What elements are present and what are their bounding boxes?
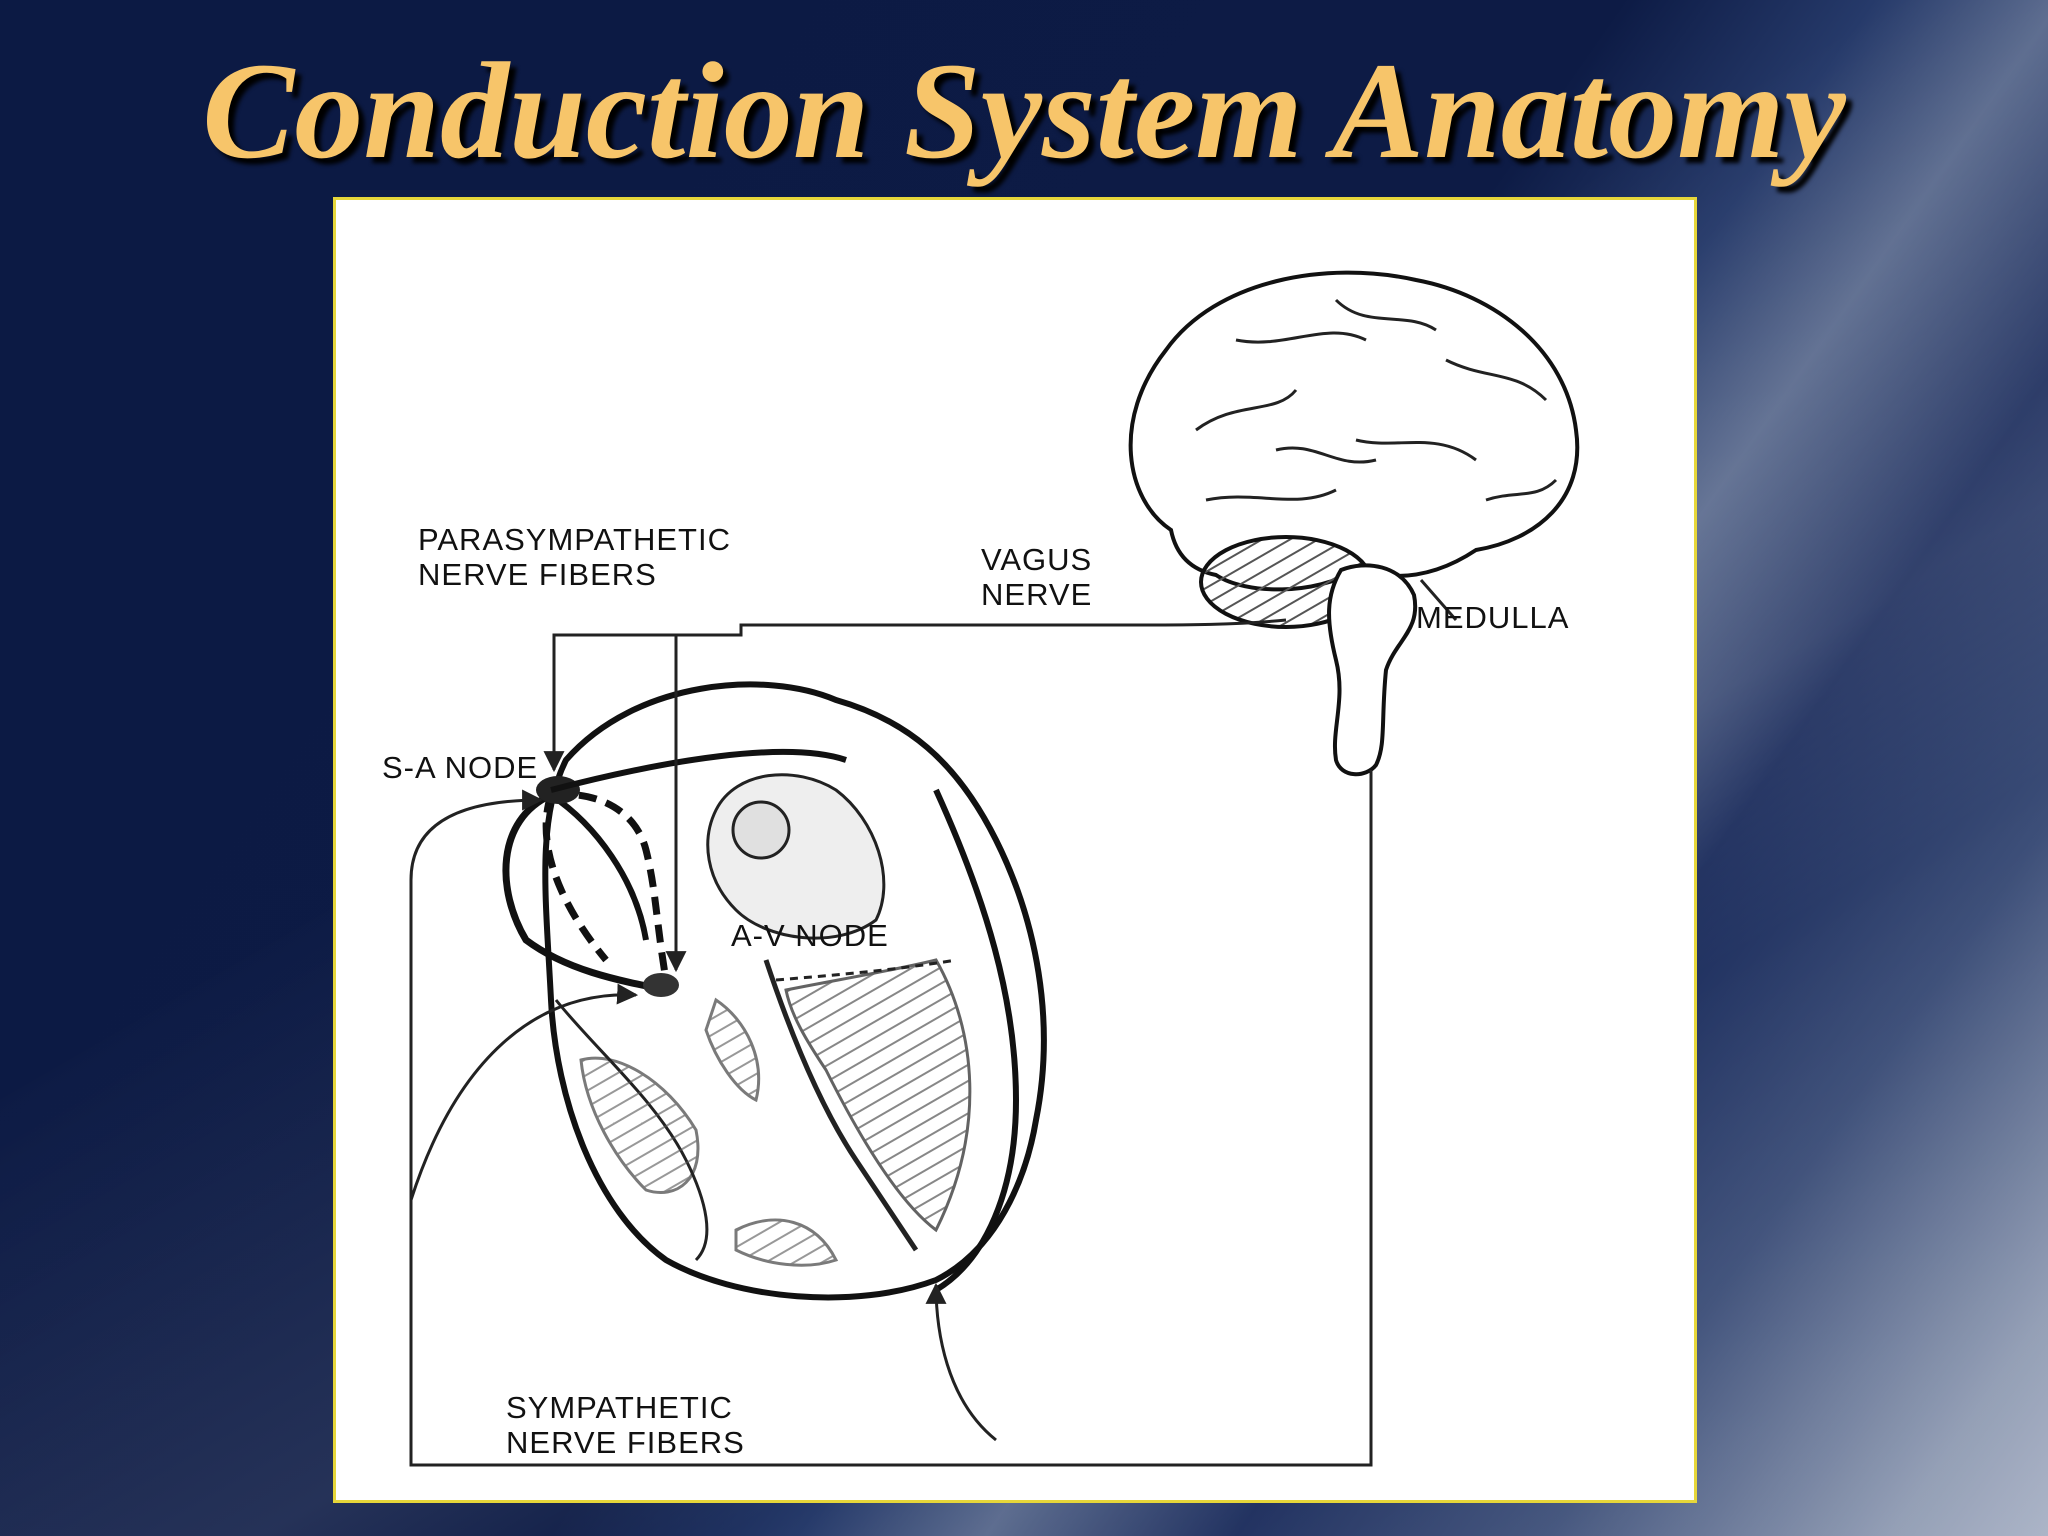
diagram-frame: PARASYMPATHETIC NERVE FIBERS VAGUS NERVE… xyxy=(333,197,1697,1503)
conduction-diagram: PARASYMPATHETIC NERVE FIBERS VAGUS NERVE… xyxy=(382,270,1580,1467)
label-medulla: MEDULLA xyxy=(1416,600,1569,635)
heart-illustration xyxy=(502,681,1047,1301)
label-sa-node: S-A NODE xyxy=(382,750,538,785)
label-av-node: A-V NODE xyxy=(731,918,889,953)
brain-illustration xyxy=(1128,270,1580,777)
label-sympathetic-line1: SYMPATHETIC xyxy=(506,1390,733,1425)
slide-title: Conduction System Anatomy xyxy=(202,34,1846,187)
vagus-nerve-paths xyxy=(543,618,1287,973)
sympathetic-nerve-paths xyxy=(409,770,1373,1467)
label-parasympathetic-line2: NERVE FIBERS xyxy=(418,557,657,592)
label-vagus-line2: NERVE xyxy=(981,577,1092,612)
medulla-pointer xyxy=(1419,579,1458,621)
label-vagus-line1: VAGUS xyxy=(981,542,1092,577)
label-parasympathetic-line1: PARASYMPATHETIC xyxy=(418,522,731,557)
label-sympathetic-line2: NERVE FIBERS xyxy=(506,1425,745,1460)
